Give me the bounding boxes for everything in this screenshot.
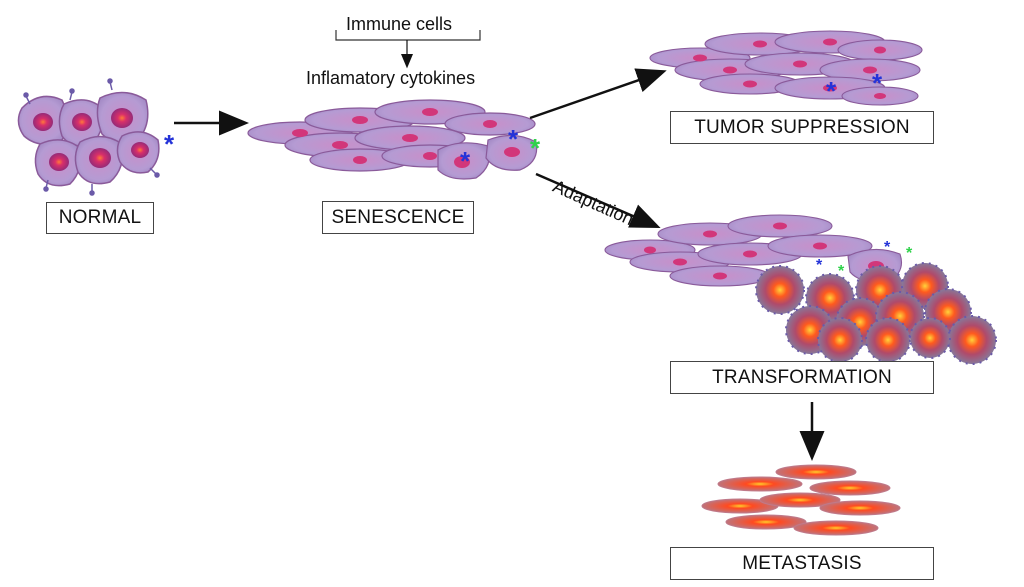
arrow-senescence-to-transformation xyxy=(535,172,661,228)
cell-surface-receptors xyxy=(23,78,160,196)
normal-cell xyxy=(34,139,82,187)
senescent-nuclei xyxy=(292,108,520,168)
stage-label-tumor-suppression: TUMOR SUPPRESSION xyxy=(670,111,934,144)
metastatic-cell xyxy=(759,492,841,508)
normal-cell-cluster xyxy=(17,78,160,196)
blue-asterisk-marker: * xyxy=(816,257,823,274)
green-asterisk-marker: * xyxy=(530,133,541,163)
arrow-senescence-to-tumor-suppression xyxy=(529,68,667,120)
tumor-cell xyxy=(755,265,805,315)
blue-asterisk-marker: * xyxy=(164,129,175,159)
metastatic-cell xyxy=(775,464,857,480)
blue-asterisk-marker: * xyxy=(826,76,837,106)
immune-cells-bracket xyxy=(335,30,481,41)
green-asterisk-marker: * xyxy=(838,263,845,280)
metastatic-cell xyxy=(809,480,891,496)
tumor-suppression-cell-cluster xyxy=(649,30,923,106)
stage-label-normal: NORMAL xyxy=(46,202,154,234)
senescent-cell-cluster xyxy=(247,99,538,180)
normal-cell xyxy=(116,131,160,174)
tumor-cell xyxy=(947,315,997,365)
metastatic-cell xyxy=(793,520,879,536)
green-asterisk-marker: * xyxy=(906,245,913,262)
transformation-senescent-layer xyxy=(604,214,903,287)
normal-cell xyxy=(96,91,149,144)
blue-asterisk-marker: * xyxy=(460,146,471,176)
metastatic-cell xyxy=(717,476,803,492)
tumor-cell xyxy=(865,317,911,363)
metastatic-cell xyxy=(819,500,901,516)
transformed-tumor-cell-cluster xyxy=(755,262,997,365)
stage-label-transformation: TRANSFORMATION xyxy=(670,361,934,394)
blue-asterisk-marker: * xyxy=(872,68,883,98)
metastatic-cell xyxy=(725,514,807,530)
blue-asterisk-marker: * xyxy=(508,124,519,154)
tumor-cell xyxy=(817,317,863,363)
blue-asterisk-marker: * xyxy=(884,239,891,256)
tumor-cell xyxy=(909,317,951,359)
normal-cell xyxy=(74,135,124,185)
stage-label-metastasis: METASTASIS xyxy=(670,547,934,580)
metastatic-cell-cluster xyxy=(701,464,901,536)
stage-label-senescence: SENESCENCE xyxy=(322,201,474,234)
immune-cells-label: Immune cells xyxy=(346,14,453,34)
inflammatory-cytokines-label: Inflamatory cytokines xyxy=(306,68,476,88)
